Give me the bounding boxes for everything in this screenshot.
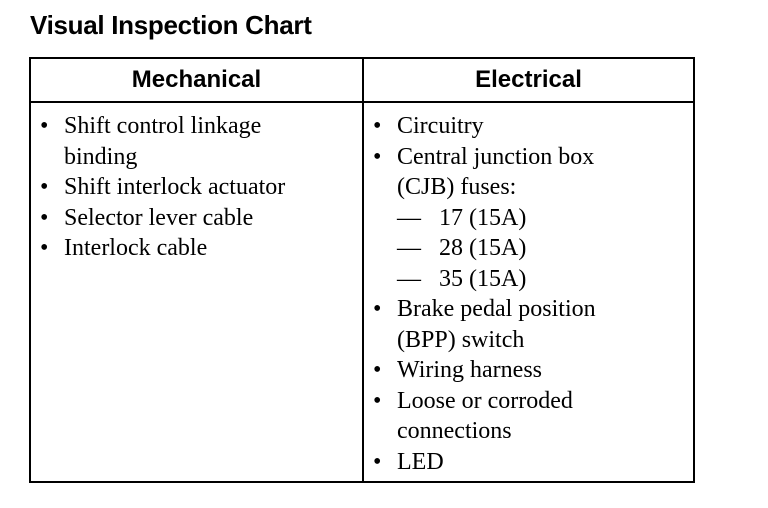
list-item: • Interlock cable bbox=[39, 233, 362, 264]
item-text: (CJB) fuses: bbox=[397, 174, 517, 200]
bullet-icon: • bbox=[373, 387, 382, 414]
item-text: Shift interlock actuator bbox=[64, 174, 286, 200]
dash-icon: — bbox=[397, 265, 421, 292]
sub-item: — 28 (15A) bbox=[397, 233, 693, 264]
page-title: Visual Inspection Chart bbox=[30, 10, 312, 40]
list-item: • Loose or corroded connections bbox=[372, 386, 693, 447]
list-item: • Shift control linkage binding bbox=[39, 111, 362, 172]
fuse-value: 28 (15A) bbox=[439, 235, 527, 261]
sub-item: — 17 (15A) bbox=[397, 203, 693, 234]
fuse-value: 17 (15A) bbox=[439, 204, 527, 231]
bullet-icon: • bbox=[373, 448, 382, 475]
electrical-list: • Circuitry • Central junction box (CJB)… bbox=[372, 111, 693, 477]
item-text: LED bbox=[397, 448, 444, 475]
list-item: • Central junction box (CJB) fuses: — 17 … bbox=[372, 142, 693, 295]
list-item: • Brake pedal position (BPP) switch bbox=[372, 294, 693, 355]
mechanical-header: Mechanical bbox=[31, 59, 364, 103]
list-item: • LED bbox=[372, 447, 693, 478]
list-item: • Shift interlock actuator bbox=[39, 172, 362, 203]
bullet-icon: • bbox=[40, 204, 49, 231]
list-item: • Wiring harness bbox=[372, 355, 693, 386]
bullet-icon: • bbox=[373, 143, 382, 170]
dash-icon: — bbox=[397, 235, 421, 261]
mechanical-list: • Shift control linkage binding • Shift … bbox=[39, 111, 362, 264]
fuse-value: 35 (15A) bbox=[439, 265, 527, 292]
item-text: Circuitry bbox=[397, 113, 484, 139]
item-text: Selector lever cable bbox=[64, 204, 254, 231]
item-text: (BPP) switch bbox=[397, 326, 525, 353]
bullet-icon: • bbox=[373, 113, 382, 139]
bullet-icon: • bbox=[40, 174, 49, 200]
item-text: Loose or corroded bbox=[397, 387, 573, 414]
bullet-icon: • bbox=[40, 113, 49, 139]
electrical-header: Electrical bbox=[364, 59, 693, 103]
item-text: Interlock cable bbox=[64, 235, 208, 261]
dash-icon: — bbox=[397, 204, 421, 231]
item-text: connections bbox=[397, 418, 512, 444]
bullet-icon: • bbox=[373, 296, 382, 322]
item-text: Shift control linkage bbox=[64, 113, 262, 139]
sub-item: — 35 (15A) bbox=[397, 264, 693, 295]
item-text: Wiring harness bbox=[397, 357, 542, 383]
list-item: • Selector lever cable bbox=[39, 203, 362, 234]
bullet-icon: • bbox=[40, 235, 49, 261]
item-text: Central junction box bbox=[397, 143, 595, 170]
list-item: • Circuitry bbox=[372, 111, 693, 142]
item-text: binding bbox=[64, 143, 138, 170]
mechanical-cell: • Shift control linkage binding • Shift … bbox=[31, 103, 364, 481]
inspection-table: Mechanical Electrical • Shift control li… bbox=[29, 57, 695, 483]
item-text: Brake pedal position bbox=[397, 296, 596, 322]
electrical-cell: • Circuitry • Central junction box (CJB)… bbox=[364, 103, 693, 481]
bullet-icon: • bbox=[373, 357, 382, 383]
